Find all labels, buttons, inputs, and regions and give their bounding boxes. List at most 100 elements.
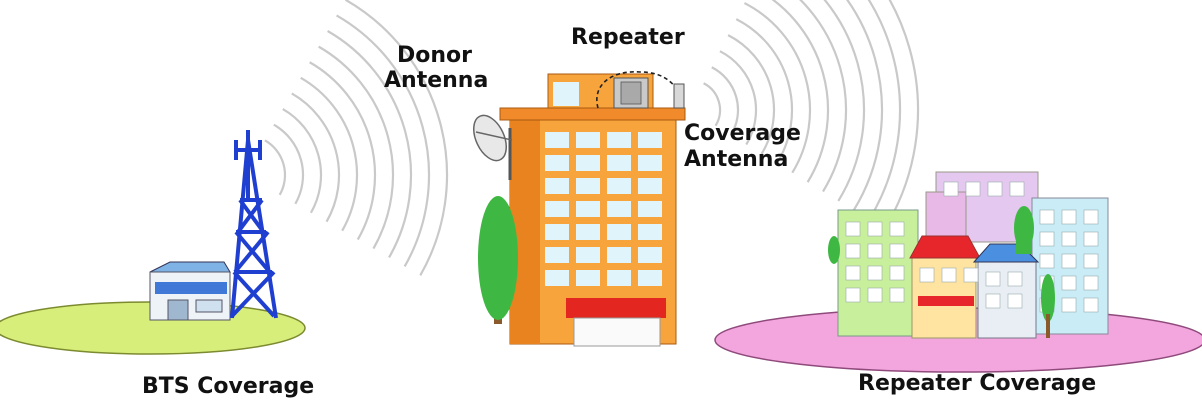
tree-icon [478, 196, 518, 324]
signal-wave-arc [309, 61, 377, 241]
signal-wave-arc [291, 92, 341, 223]
signal-wave-arc [318, 45, 395, 250]
city-window [1061, 231, 1077, 247]
building-window [576, 178, 600, 194]
donor-dish-antenna-icon [473, 114, 513, 180]
city-window [867, 221, 883, 237]
building-window [545, 224, 569, 240]
city-window [1039, 253, 1055, 269]
donor-antenna-label-line1: Donor [397, 43, 473, 68]
building-window [607, 270, 631, 286]
building-window [576, 155, 600, 171]
coverage-panel-antenna-icon [673, 83, 685, 109]
signal-wave-arc [823, 0, 866, 202]
city-window [985, 271, 1001, 287]
building-window [576, 247, 600, 263]
signal-wave-arc [264, 139, 287, 196]
city-window [987, 181, 1003, 197]
city-window [1061, 209, 1077, 225]
repeater-unit-icon [613, 77, 649, 109]
repeater-coverage-label: Repeater Coverage [858, 371, 1097, 396]
city-window [943, 181, 959, 197]
city-window [963, 267, 979, 283]
building-window [545, 155, 569, 171]
city-window [845, 243, 861, 259]
building-window [576, 270, 600, 286]
signal-wave-arc [845, 0, 884, 211]
city-window [889, 243, 905, 259]
signal-wave-arc [327, 30, 413, 259]
signal-wave-arc [300, 76, 359, 232]
signal-wave-arc [727, 34, 776, 155]
city-window [1007, 293, 1023, 309]
building-window [545, 270, 569, 286]
bts-coverage-label: BTS Coverage [142, 374, 315, 399]
city-buildings-icon [828, 171, 1109, 339]
building-window [607, 178, 631, 194]
bts-signal-waves [264, 0, 449, 276]
building-window [576, 201, 600, 217]
city-window [1083, 231, 1099, 247]
signal-wave-arc [798, 0, 848, 193]
coverage-signal-waves [703, 0, 920, 230]
signal-wave-arc [771, 0, 830, 183]
city-window [919, 267, 935, 283]
signal-wave-arc [282, 108, 323, 214]
city-window [1009, 181, 1025, 197]
building-window [545, 132, 569, 148]
city-window [1083, 209, 1099, 225]
coverage-antenna-label-line1: Coverage [684, 121, 801, 146]
city-window [1083, 253, 1099, 269]
building-window [638, 224, 662, 240]
city-window [867, 243, 883, 259]
city-window [1039, 209, 1055, 225]
signal-wave-arc [344, 0, 449, 276]
building-window [607, 224, 631, 240]
building-window [638, 178, 662, 194]
signal-wave-arc [735, 18, 794, 164]
building-window [607, 247, 631, 263]
signal-wave-arc [867, 0, 902, 221]
city-window [965, 181, 981, 197]
city-window [845, 265, 861, 281]
building-window [576, 224, 600, 240]
building-window [638, 201, 662, 217]
city-window [1061, 253, 1077, 269]
signal-wave-arc [336, 14, 431, 267]
city-window [845, 287, 861, 303]
signal-wave-arc [719, 50, 758, 146]
city-window [867, 287, 883, 303]
signal-wave-arc [743, 2, 812, 174]
building-window [545, 201, 569, 217]
donor-antenna-label-line2: Antenna [384, 68, 489, 93]
signal-wave-arc [883, 0, 920, 230]
building-window [638, 247, 662, 263]
repeater-building-icon [499, 73, 686, 347]
signal-wave-arc [711, 66, 740, 136]
city-window [889, 265, 905, 281]
city-window [1039, 231, 1055, 247]
building-window [607, 155, 631, 171]
coverage-antenna-label-line2: Antenna [684, 147, 789, 172]
building-window [638, 155, 662, 171]
signal-wave-arc [703, 82, 722, 127]
city-window [985, 293, 1001, 309]
building-window [545, 247, 569, 263]
city-window [941, 267, 957, 283]
building-window [638, 270, 662, 286]
building-window [607, 132, 631, 148]
city-window [867, 265, 883, 281]
building-window [576, 132, 600, 148]
city-window [1083, 275, 1099, 291]
bts-station-icon [149, 261, 231, 321]
city-window [889, 287, 905, 303]
city-window [889, 221, 905, 237]
signal-wave-arc [273, 123, 305, 205]
city-window [1061, 275, 1077, 291]
city-window [1083, 297, 1099, 313]
building-window [545, 178, 569, 194]
repeater-label: Repeater [571, 25, 685, 50]
city-window [1061, 297, 1077, 313]
